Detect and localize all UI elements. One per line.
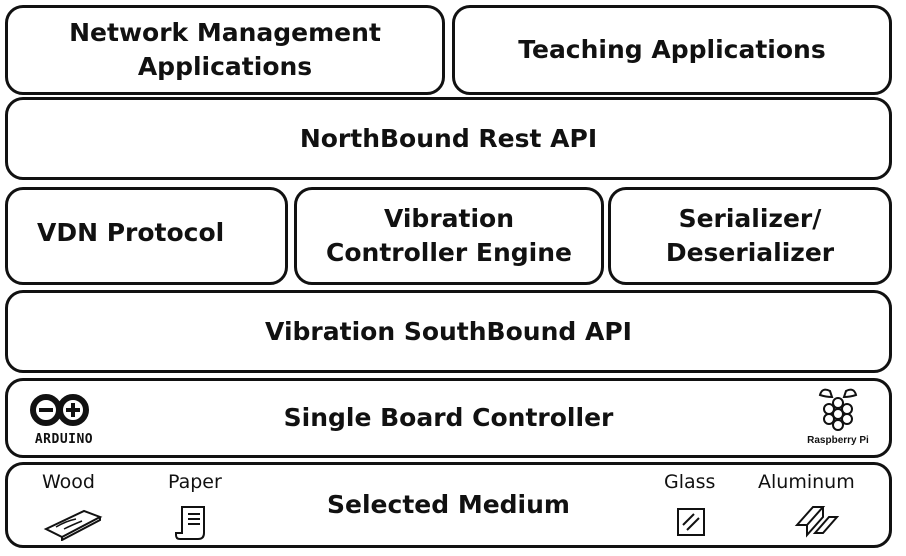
northbound-rest-api-box: NorthBound Rest API [5, 97, 892, 180]
arduino-logo-icon [30, 394, 89, 426]
vibration-southbound-api-label: Vibration SouthBound API [265, 316, 632, 346]
arduino-logo: ARDUINO [20, 390, 106, 450]
teaching-applications-label: Teaching Applications [518, 35, 826, 65]
raspberry-pi-logo: Raspberry Pi [797, 385, 879, 455]
vce-line1: Vibration [383, 204, 515, 234]
raspberry-pi-icon [818, 388, 858, 431]
single-board-controller-label: Single Board Controller [283, 403, 614, 433]
paper-icon [175, 506, 205, 540]
network-management-label: Network Management Applications [69, 16, 381, 84]
vce-line2: Controller Engine [326, 238, 572, 267]
arduino-text: ARDUINO [34, 432, 94, 447]
wood-label: Wood [42, 471, 95, 493]
network-management-line2: Applications [137, 52, 313, 81]
network-management-line1: Network Management [69, 18, 381, 48]
wood-icon [43, 509, 103, 541]
selected-medium-label: Selected Medium [327, 490, 570, 520]
vibration-controller-engine-label: Vibration Controller Engine [326, 202, 572, 270]
single-board-controller-box: Single Board Controller ARDUINO Raspberr… [5, 378, 892, 458]
northbound-rest-api-label: NorthBound Rest API [299, 123, 598, 153]
serializer-line1: Serializer/ [678, 204, 822, 234]
selected-medium-box: Selected Medium Wood Paper Glass Aluminu… [5, 462, 892, 548]
raspberry-pi-text: Raspberry Pi [807, 435, 869, 446]
glass-label: Glass [664, 471, 716, 493]
serializer-deserializer-label: Serializer/ Deserializer [666, 202, 834, 270]
paper-label: Paper [168, 471, 222, 493]
teaching-applications-box: Teaching Applications [452, 5, 892, 95]
vdn-protocol-box: VDN Protocol [5, 187, 288, 285]
serializer-deserializer-box: Serializer/ Deserializer [608, 187, 892, 285]
serializer-line2: Deserializer [665, 238, 835, 267]
aluminum-label: Aluminum [758, 471, 855, 493]
vibration-southbound-api-box: Vibration SouthBound API [5, 290, 892, 373]
network-management-applications-box: Network Management Applications [5, 5, 445, 95]
aluminum-icon [794, 506, 840, 538]
vibration-controller-engine-box: Vibration Controller Engine [294, 187, 604, 285]
glass-icon [677, 508, 705, 536]
vdn-protocol-label: VDN Protocol [37, 218, 225, 247]
